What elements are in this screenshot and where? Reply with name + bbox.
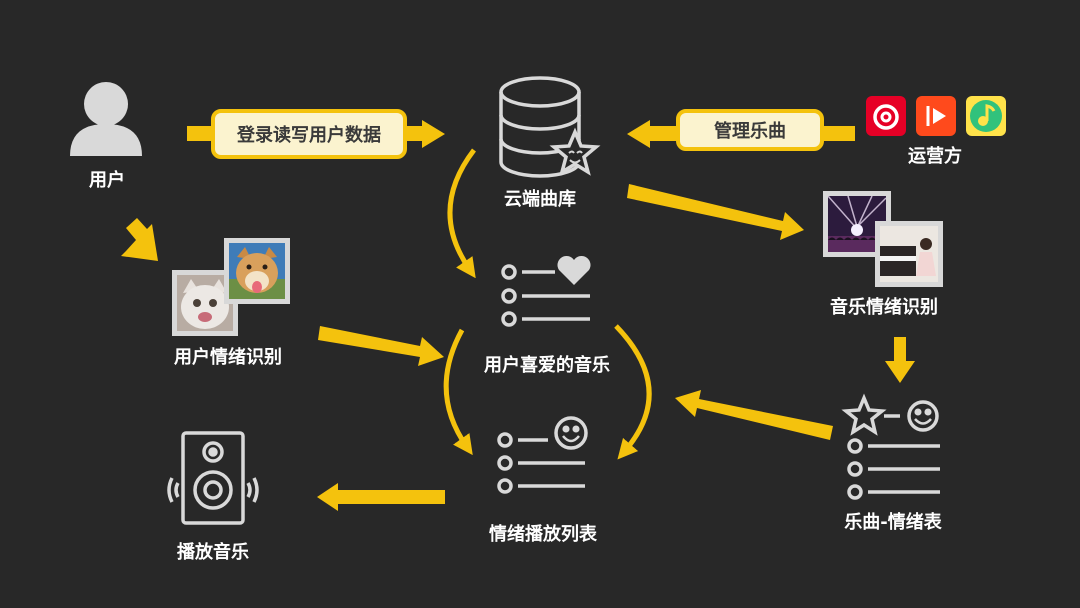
qq-music-icon — [966, 96, 1006, 136]
song-emotion-table-label: 乐曲-情绪表 — [844, 512, 942, 533]
curve-cloud-to-favorite — [447, 148, 476, 279]
arrow-cloud-to-music-recognition — [627, 184, 804, 240]
person-icon — [70, 82, 142, 156]
piano-photo — [875, 221, 943, 287]
list-star-smiley-icon — [841, 393, 940, 500]
user-label: 用户 — [89, 170, 125, 191]
arrow-table-to-playlist — [675, 390, 833, 440]
kugou-music-icon — [916, 96, 956, 136]
dog-photo — [224, 238, 290, 304]
cloud-library-label: 云端曲库 — [504, 189, 576, 210]
curve-favorite-to-playlist-left — [443, 328, 473, 456]
curve-favorite-to-playlist-right — [614, 324, 652, 460]
database-star-icon — [499, 76, 601, 178]
login-rw-user-data-pill: 登录读写用户数据 — [211, 109, 407, 159]
arrow-user-to-emotion — [121, 218, 158, 261]
netease-music-icon — [866, 96, 906, 136]
operator-label: 运营方 — [908, 146, 962, 167]
emotion-playlist-label: 情绪播放列表 — [489, 524, 597, 545]
play-music-label: 播放音乐 — [177, 542, 249, 563]
manage-songs-pill: 管理乐曲 — [676, 109, 824, 151]
list-smiley-icon — [497, 416, 588, 494]
music-emotion-recognition-label: 音乐情绪识别 — [830, 297, 938, 318]
list-heart-icon — [501, 255, 591, 327]
arrow-recognition-to-table — [885, 337, 915, 383]
favorite-music-label: 用户喜爱的音乐 — [484, 355, 610, 376]
arrow-playlist-to-speaker — [317, 483, 445, 511]
speaker-icon — [167, 431, 259, 525]
user-emotion-recognition-label: 用户情绪识别 — [174, 347, 282, 368]
arrow-user-emotion-to-favorite — [318, 326, 444, 366]
